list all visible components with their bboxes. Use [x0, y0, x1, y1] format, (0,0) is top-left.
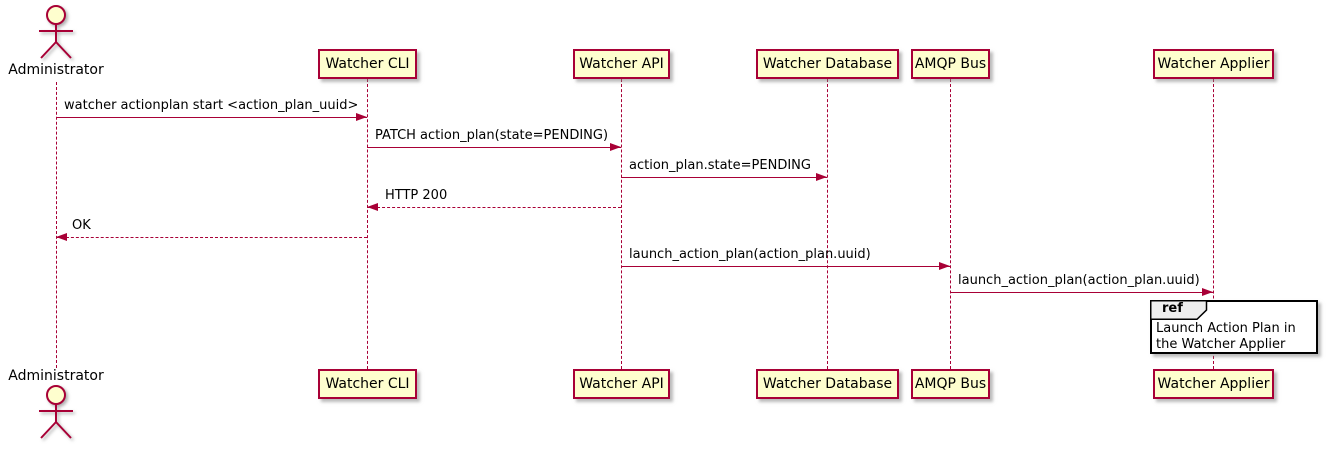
message-line: [367, 147, 621, 148]
message-line: [950, 292, 1213, 293]
lifeline-watcher-api: [621, 79, 622, 369]
participant-name: Watcher API: [579, 376, 664, 392]
message-start-actionplan: watcher actionplan start <action_plan_uu…: [56, 98, 367, 122]
ref-header: ref: [1150, 300, 1208, 320]
message-line: [621, 266, 950, 267]
lifeline-administrator: [56, 82, 57, 368]
ref-fragment: ref Launch Action Plan in the Watcher Ap…: [1150, 300, 1318, 354]
message-state-pending: action_plan.state=PENDING: [621, 158, 827, 182]
message-line: [56, 237, 367, 238]
participant-watcher-applier-top: Watcher Applier: [1153, 49, 1274, 79]
participant-name: Watcher API: [579, 56, 664, 72]
message-patch-action-plan: PATCH action_plan(state=PENDING): [367, 128, 621, 152]
participant-name: AMQP Bus: [914, 376, 987, 392]
message-ok: OK: [56, 218, 367, 242]
arrowhead-left-icon: [367, 203, 378, 211]
message-label: launch_action_plan(action_plan.uuid): [958, 273, 1200, 288]
message-launch-action-plan-api: launch_action_plan(action_plan.uuid): [621, 247, 950, 271]
participant-watcher-api-top: Watcher API: [573, 49, 670, 79]
actor-administrator-top: Administrator: [0, 4, 112, 78]
participant-watcher-applier-bottom: Watcher Applier: [1153, 369, 1274, 399]
participant-amqp-bus-top: AMQP Bus: [911, 49, 990, 79]
participant-name: Watcher Applier: [1157, 56, 1270, 72]
message-line: [56, 117, 367, 118]
message-label: action_plan.state=PENDING: [629, 158, 811, 173]
actor-icon: [39, 385, 73, 439]
participant-name: Watcher Database: [762, 56, 893, 72]
actor-icon: [39, 5, 73, 59]
actor-label: Administrator: [8, 62, 104, 78]
participant-amqp-bus-bottom: AMQP Bus: [911, 369, 990, 399]
lifeline-amqp-bus: [950, 79, 951, 369]
ref-pentagon-icon: [1150, 300, 1208, 320]
message-label: launch_action_plan(action_plan.uuid): [629, 247, 871, 262]
participant-name: Watcher CLI: [325, 376, 410, 392]
participant-watcher-database-top: Watcher Database: [756, 49, 899, 79]
arrowhead-left-icon: [56, 233, 67, 241]
participant-name: Watcher Database: [762, 376, 893, 392]
message-label: PATCH action_plan(state=PENDING): [375, 128, 609, 143]
participant-watcher-cli-top: Watcher CLI: [318, 49, 417, 79]
participant-name: AMQP Bus: [914, 56, 987, 72]
message-label: HTTP 200: [385, 188, 448, 203]
actor-label: Administrator: [8, 368, 104, 384]
lifeline-watcher-cli: [367, 79, 368, 369]
participant-name: Watcher CLI: [325, 56, 410, 72]
lifeline-watcher-applier: [1213, 79, 1214, 369]
arrowhead-right-icon: [356, 113, 367, 121]
participant-watcher-database-bottom: Watcher Database: [756, 369, 899, 399]
message-http-200: HTTP 200: [367, 188, 621, 212]
participant-watcher-api-bottom: Watcher API: [573, 369, 670, 399]
message-label: OK: [72, 218, 91, 233]
participant-name: Watcher Applier: [1157, 376, 1270, 392]
arrowhead-right-icon: [1202, 288, 1213, 296]
ref-text: Launch Action Plan in the Watcher Applie…: [1156, 321, 1296, 352]
actor-administrator-bottom: Administrator: [0, 368, 112, 442]
message-label: watcher actionplan start <action_plan_uu…: [64, 98, 359, 113]
message-line: [621, 177, 827, 178]
arrowhead-right-icon: [939, 262, 950, 270]
participant-watcher-cli-bottom: Watcher CLI: [318, 369, 417, 399]
message-launch-action-plan-bus: launch_action_plan(action_plan.uuid): [950, 273, 1213, 297]
lifeline-watcher-database: [827, 79, 828, 369]
ref-keyword: ref: [1162, 301, 1183, 316]
arrowhead-right-icon: [816, 173, 827, 181]
arrowhead-right-icon: [610, 143, 621, 151]
message-line: [367, 207, 621, 208]
